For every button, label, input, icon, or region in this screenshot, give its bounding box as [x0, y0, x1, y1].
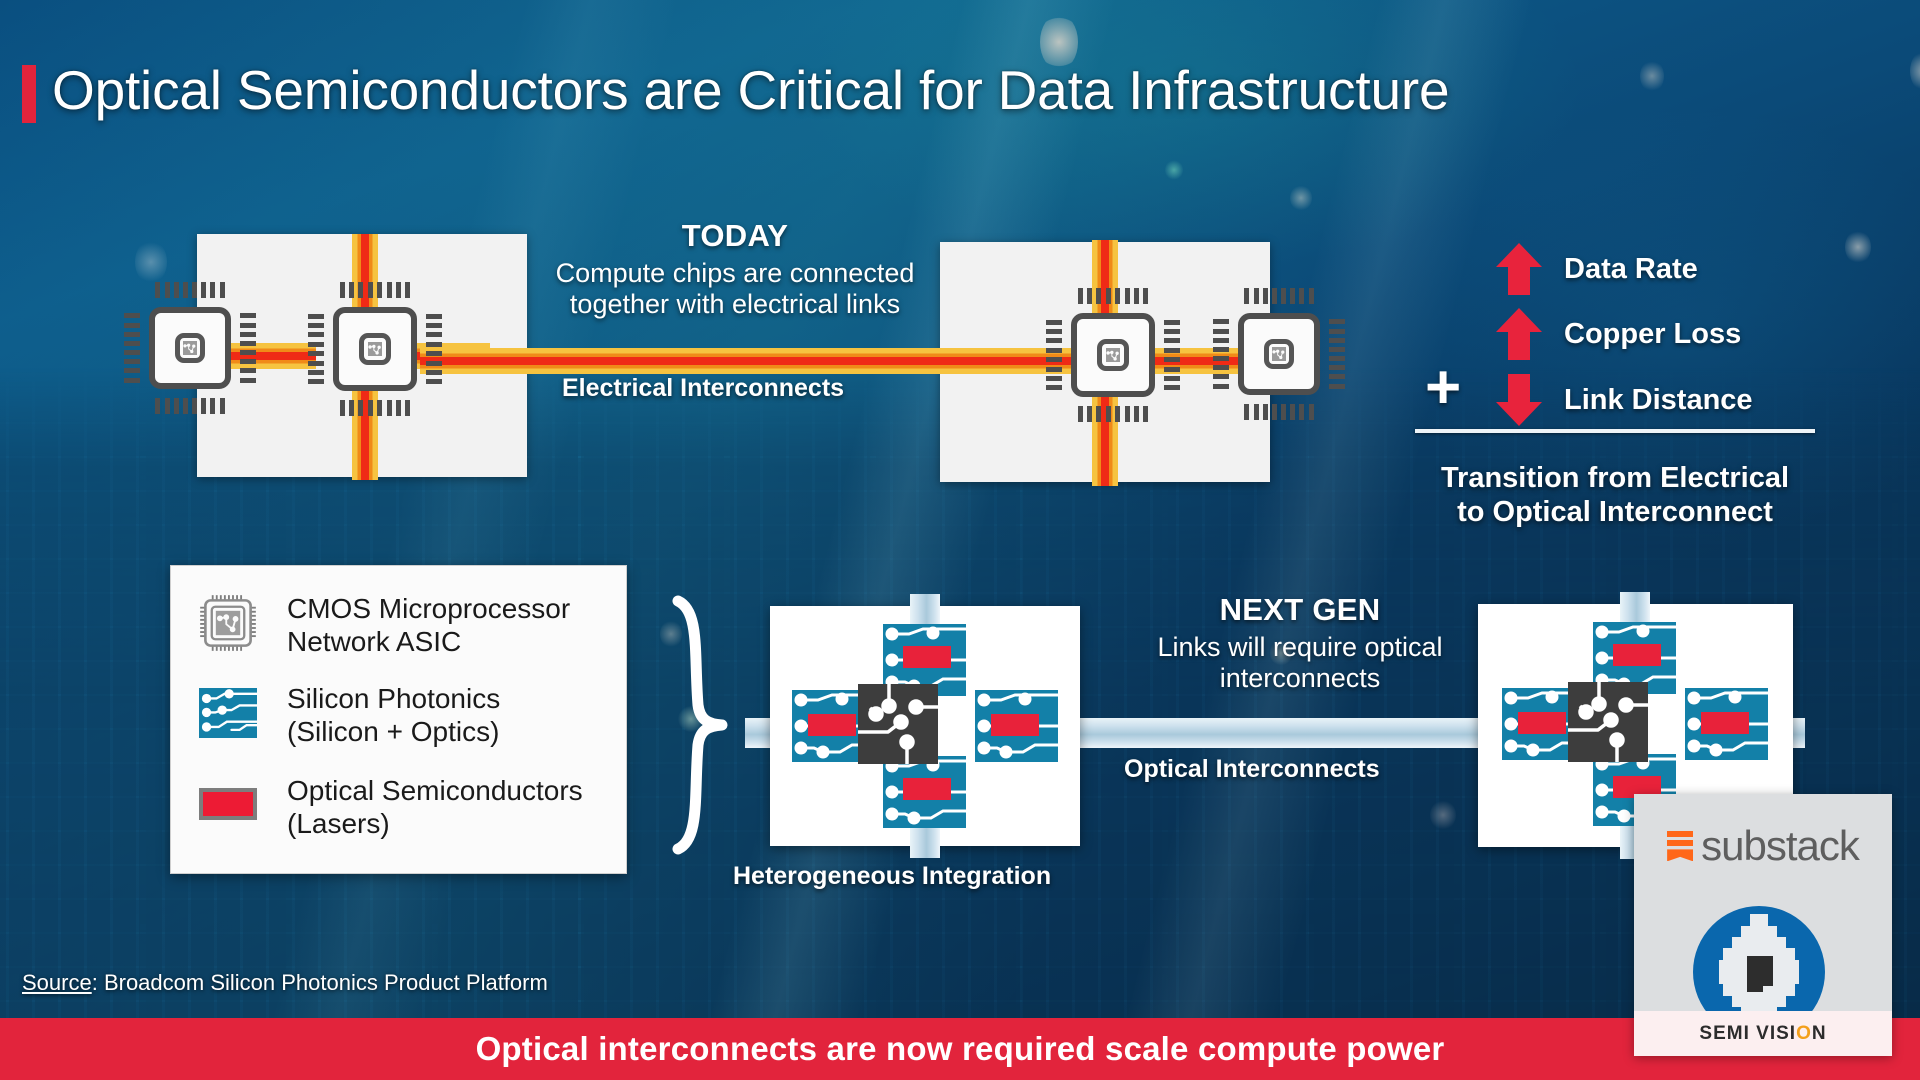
trend-label: Data Rate: [1564, 252, 1698, 285]
photonics-trace-glyph: [201, 689, 257, 732]
semivision-brand: SEMI VISION: [1634, 1011, 1892, 1056]
laser-block: [808, 714, 856, 736]
trend-row-data-rate: Data Rate: [1496, 243, 1698, 295]
hetero-integration-label: Heterogeneous Integration: [733, 862, 1052, 890]
brand-post: N: [1811, 1022, 1827, 1044]
silicon-photonics-icon: [199, 688, 257, 738]
grouping-brace-icon: [660, 595, 730, 855]
laser-block: [991, 714, 1039, 736]
arrow-down-icon: [1496, 374, 1542, 426]
cmos-chip-glyph: [200, 595, 256, 651]
substack-logo: substack: [1634, 794, 1892, 899]
cmos-asic-die: [1568, 682, 1648, 762]
cmos-chip-icon: [1213, 288, 1345, 420]
plus-symbol: +: [1425, 353, 1462, 422]
bottom-banner-text: Optical interconnects are now required s…: [475, 1030, 1445, 1067]
legend-panel: CMOS Microprocessor Network ASIC: [170, 565, 627, 874]
die-trace-icon: [1106, 350, 1119, 361]
legend-label: CMOS Microprocessor Network ASIC: [287, 593, 571, 658]
trend-divider: [1415, 429, 1815, 433]
page-title: Optical Semiconductors are Critical for …: [52, 59, 1450, 121]
substack-icon: [1667, 831, 1694, 862]
photonics-trace-glyph: [885, 758, 966, 825]
optical-interconnects-label: Optical Interconnects: [1124, 755, 1380, 783]
semivision-brand-text: SEMI VISION: [1699, 1023, 1826, 1045]
trend-arrows-block: Data Rate Copper Loss Link Distance: [1488, 243, 1888, 426]
die-trace-icon: [1272, 349, 1285, 360]
substack-wordmark: substack: [1701, 822, 1860, 870]
laser-block: [1613, 644, 1661, 666]
brand-pre: SEMI VISI: [1699, 1022, 1797, 1044]
title-accent-bar: [22, 65, 36, 123]
legend-item-silicon-photonics: Silicon Photonics (Silicon + Optics): [199, 682, 619, 748]
bottom-banner: Optical interconnects are now required s…: [0, 1018, 1920, 1080]
silicon-photonics-block: [883, 756, 966, 828]
nextgen-heading: NEXT GEN: [1219, 592, 1381, 627]
cmos-chip-icon: [124, 282, 256, 414]
silicon-photonics-block: [975, 690, 1058, 762]
hetero-package-left: [770, 594, 1080, 858]
electrical-ribbon: [420, 348, 1120, 374]
laser-icon: [199, 788, 257, 820]
legend-label: Silicon Photonics (Silicon + Optics): [287, 683, 501, 748]
laser-block: [1701, 712, 1749, 734]
legend-label: Optical Semiconductors (Lasers): [287, 775, 583, 840]
brand-o: O: [1796, 1022, 1812, 1044]
today-heading-block: TODAY Compute chips are connected togeth…: [530, 218, 940, 320]
die-trace-icon: [183, 343, 196, 354]
laser-block: [1613, 776, 1661, 798]
optical-waveguide: [910, 822, 940, 858]
legend-item-cmos: CMOS Microprocessor Network ASIC: [199, 592, 619, 658]
source-text: : Broadcom Silicon Photonics Product Pla…: [91, 970, 548, 995]
electrical-interconnects-label: Electrical Interconnects: [562, 374, 845, 402]
legend-item-laser: Optical Semiconductors (Lasers): [199, 774, 619, 840]
today-subtitle: Compute chips are connected together wit…: [555, 258, 915, 319]
arrow-up-icon: [1496, 243, 1542, 295]
source-label: Source: [22, 970, 92, 995]
laser-block: [1518, 712, 1566, 734]
trend-row-copper-loss: Copper Loss: [1496, 308, 1741, 360]
photonics-trace-glyph: [794, 692, 875, 759]
asic-trace-glyph: [1568, 682, 1648, 762]
die-trace-icon: [368, 344, 381, 355]
cmos-chip-icon: [199, 594, 257, 652]
arrow-up-icon: [1496, 308, 1542, 360]
trend-label: Link Distance: [1564, 383, 1753, 416]
cmos-asic-die: [858, 684, 938, 764]
laser-block: [903, 778, 951, 800]
silicon-photonics-block: [1685, 688, 1768, 760]
today-heading: TODAY: [681, 218, 789, 253]
nextgen-heading-block: NEXT GEN Links will require optical inte…: [1110, 592, 1490, 694]
trend-label: Copper Loss: [1564, 317, 1742, 350]
asic-trace-glyph: [858, 684, 938, 764]
transition-conclusion: Transition from Electrical to Optical In…: [1440, 462, 1790, 528]
nextgen-subtitle: Links will require optical interconnects: [1157, 632, 1443, 693]
laser-block: [903, 646, 951, 668]
watermark-card: substack: [1634, 794, 1892, 1056]
cmos-chip-icon: [1046, 288, 1180, 422]
cmos-chip-icon: [308, 282, 442, 416]
trend-row-link-distance: Link Distance: [1496, 374, 1753, 426]
